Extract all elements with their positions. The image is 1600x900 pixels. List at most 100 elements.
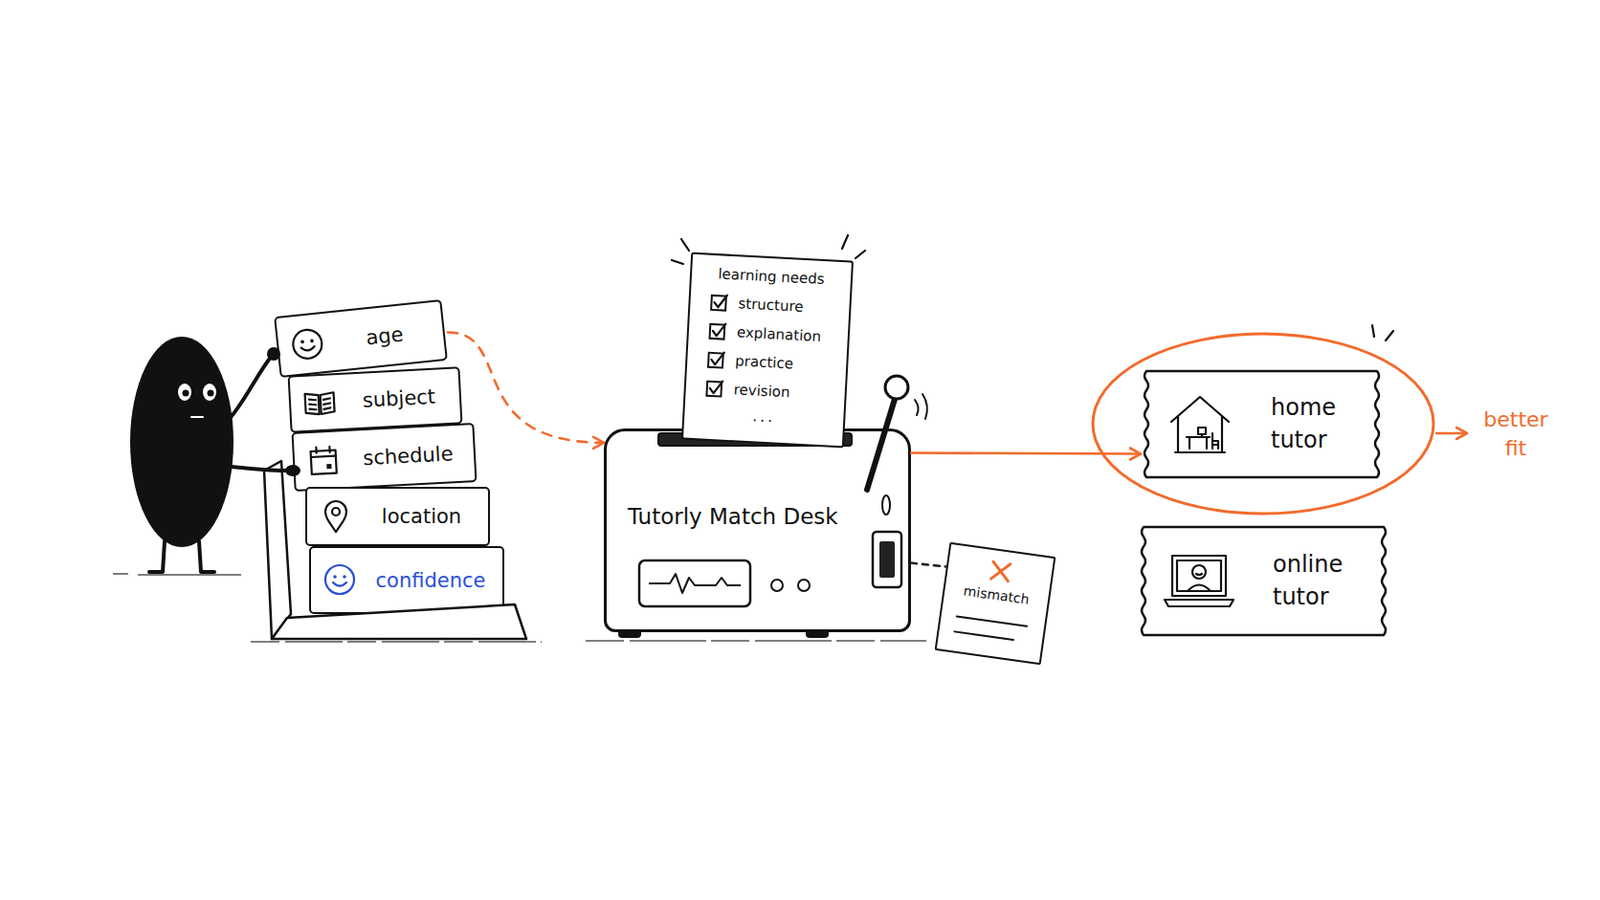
card-label: age [364, 322, 404, 350]
checklist-row: explanation [688, 315, 848, 354]
icon-dot [332, 508, 340, 516]
category-card: schedule [291, 422, 478, 492]
checklist-row: practice [687, 344, 847, 382]
icon-stroke [1172, 555, 1226, 597]
ticket-outline [1137, 525, 1390, 638]
machine-button [872, 532, 902, 588]
checklist-row: revision [685, 373, 845, 411]
result-label: better fit [1469, 405, 1562, 463]
card-text-box: subject [343, 369, 456, 429]
icon-stroke [1186, 437, 1210, 449]
icon-stroke [301, 346, 315, 352]
icon-stroke [1171, 397, 1229, 423]
category-card: location [305, 487, 490, 547]
slip-label: mismatch [944, 580, 1049, 611]
icon-head [1192, 565, 1206, 579]
flow-connector [911, 563, 947, 568]
icon-stroke [310, 445, 335, 457]
character [130, 336, 301, 573]
card-text-box: location [360, 488, 483, 545]
ticket-icon [1160, 548, 1238, 616]
icon-eye [300, 339, 305, 344]
character-hand [266, 347, 281, 361]
card-text-box: schedule [347, 424, 470, 487]
ground-line [112, 574, 242, 576]
character-legs [149, 541, 215, 573]
match-machine: Tutorly Match Desk [603, 428, 912, 633]
ticket-border [1141, 527, 1386, 636]
category-card: age [273, 299, 448, 378]
checkbox-frame [711, 295, 727, 312]
character-pupil [182, 390, 190, 398]
icon-eye [333, 575, 337, 579]
card-label: confidence [376, 569, 487, 593]
checklist-row: structure [689, 287, 850, 325]
checkbox-icon [704, 378, 725, 400]
slip-lines [937, 606, 1045, 654]
machine-dot [798, 579, 810, 592]
machine-lever [866, 396, 896, 490]
ticket-text-box: home tutor [1270, 369, 1359, 480]
checkbox-frame [706, 381, 722, 398]
ground-line [250, 641, 542, 644]
icon-stroke [309, 398, 332, 410]
motion-ticks [671, 235, 866, 265]
ticket-border [1144, 371, 1379, 478]
result-arrow [1435, 432, 1467, 436]
highlight-ellipse [1092, 333, 1434, 514]
lever-knob [885, 376, 909, 400]
card-text-box: age [329, 302, 441, 371]
icon-face [325, 565, 355, 595]
character-arm [231, 466, 289, 471]
icon-stroke [325, 501, 347, 533]
card-icon [286, 322, 329, 365]
tutor-ticket: home tutor [1140, 369, 1383, 480]
checklist-item: explanation [735, 323, 822, 346]
machine-dot [771, 579, 783, 592]
card-icon [320, 560, 359, 600]
card-icon [303, 440, 344, 481]
checkbox-tick [712, 323, 727, 337]
checklist-paper: learning needs structure explanationpracti… [681, 252, 854, 449]
checkbox-frame [708, 353, 724, 369]
card-label: subject [361, 385, 436, 413]
checklist-heading: learning needs [691, 264, 852, 290]
checkbox-frame [710, 324, 726, 340]
lever-base [882, 495, 890, 515]
machine-display [639, 560, 751, 607]
text-line [954, 617, 1027, 643]
checkbox-tick [713, 294, 728, 309]
ticket-label: online tutor [1272, 549, 1361, 614]
character-body [130, 336, 234, 548]
character-eye [202, 383, 217, 401]
card-label: schedule [362, 442, 454, 470]
flow-connector [911, 451, 1141, 456]
ticket-text-box: online tutor [1272, 525, 1361, 638]
cross-stroke [991, 561, 1011, 581]
icon-stroke [333, 582, 347, 587]
icon-stroke [1198, 427, 1206, 438]
checklist-more: ... [684, 403, 845, 431]
heartbeat-line [648, 574, 741, 594]
icon-dot [326, 463, 332, 468]
checkbox-icon [709, 292, 730, 313]
machine-button-core [879, 541, 895, 578]
icon-stroke [1187, 584, 1211, 592]
card-icon [299, 382, 340, 423]
card-label: location [381, 505, 462, 529]
ground-line [585, 640, 927, 643]
checkbox-icon [706, 350, 727, 371]
tray-side [264, 461, 291, 640]
machine-title: Tutorly Match Desk [627, 504, 839, 530]
checklist-item: structure [737, 294, 804, 316]
character-mouth [191, 416, 203, 419]
category-card: subject [288, 366, 464, 433]
icon-face [291, 328, 324, 360]
card-icon [316, 497, 356, 536]
category-card: confidence [309, 546, 505, 615]
checklist-item: revision [733, 380, 791, 401]
icon-stroke [1177, 416, 1223, 453]
